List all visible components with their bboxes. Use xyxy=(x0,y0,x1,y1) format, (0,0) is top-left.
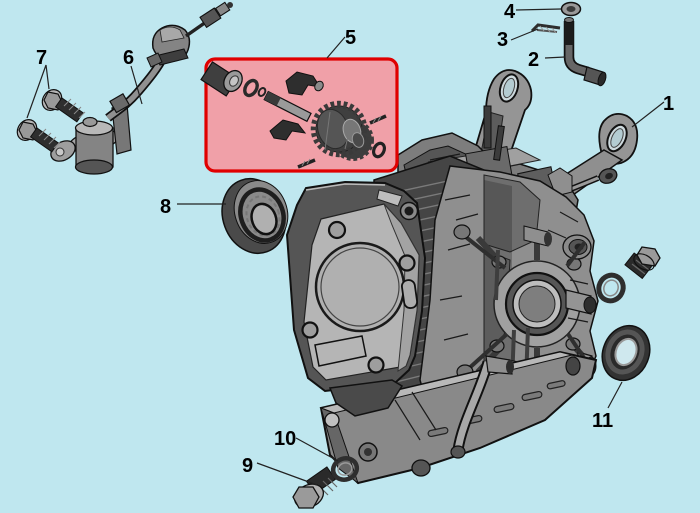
svg-text:8: 8 xyxy=(160,196,171,218)
svg-text:4: 4 xyxy=(504,1,516,23)
svg-text:1: 1 xyxy=(663,93,674,115)
svg-text:5: 5 xyxy=(345,27,356,49)
svg-text:7: 7 xyxy=(36,47,47,69)
svg-text:2: 2 xyxy=(528,49,539,71)
svg-text:3: 3 xyxy=(497,29,508,51)
svg-text:10: 10 xyxy=(274,428,296,450)
svg-text:11: 11 xyxy=(592,410,613,432)
svg-text:6: 6 xyxy=(123,47,134,69)
svg-text:9: 9 xyxy=(242,455,253,477)
